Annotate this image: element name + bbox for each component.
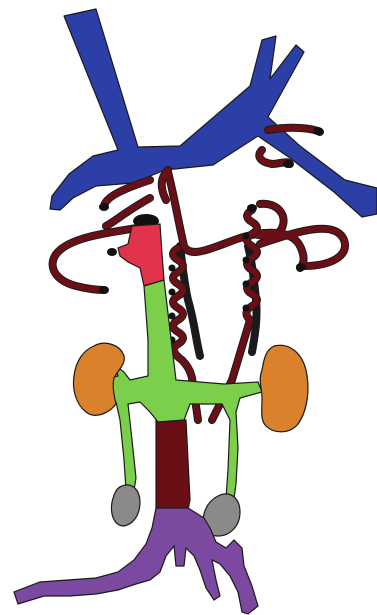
- dark-red-trunk: [156, 420, 190, 510]
- cap-right-3: [296, 263, 306, 271]
- right-orange-organ: [260, 345, 308, 432]
- cap-right-4: [247, 204, 257, 212]
- left-gray-organ: [112, 485, 141, 526]
- cap-left-3: [99, 286, 109, 294]
- cap-right-1: [313, 127, 323, 135]
- blue-vein-network: [50, 9, 377, 217]
- cap-right-2: [283, 160, 293, 168]
- cap-left-2: [107, 248, 117, 256]
- cap-left-1: [99, 203, 109, 211]
- blue-vein-main: [50, 9, 377, 217]
